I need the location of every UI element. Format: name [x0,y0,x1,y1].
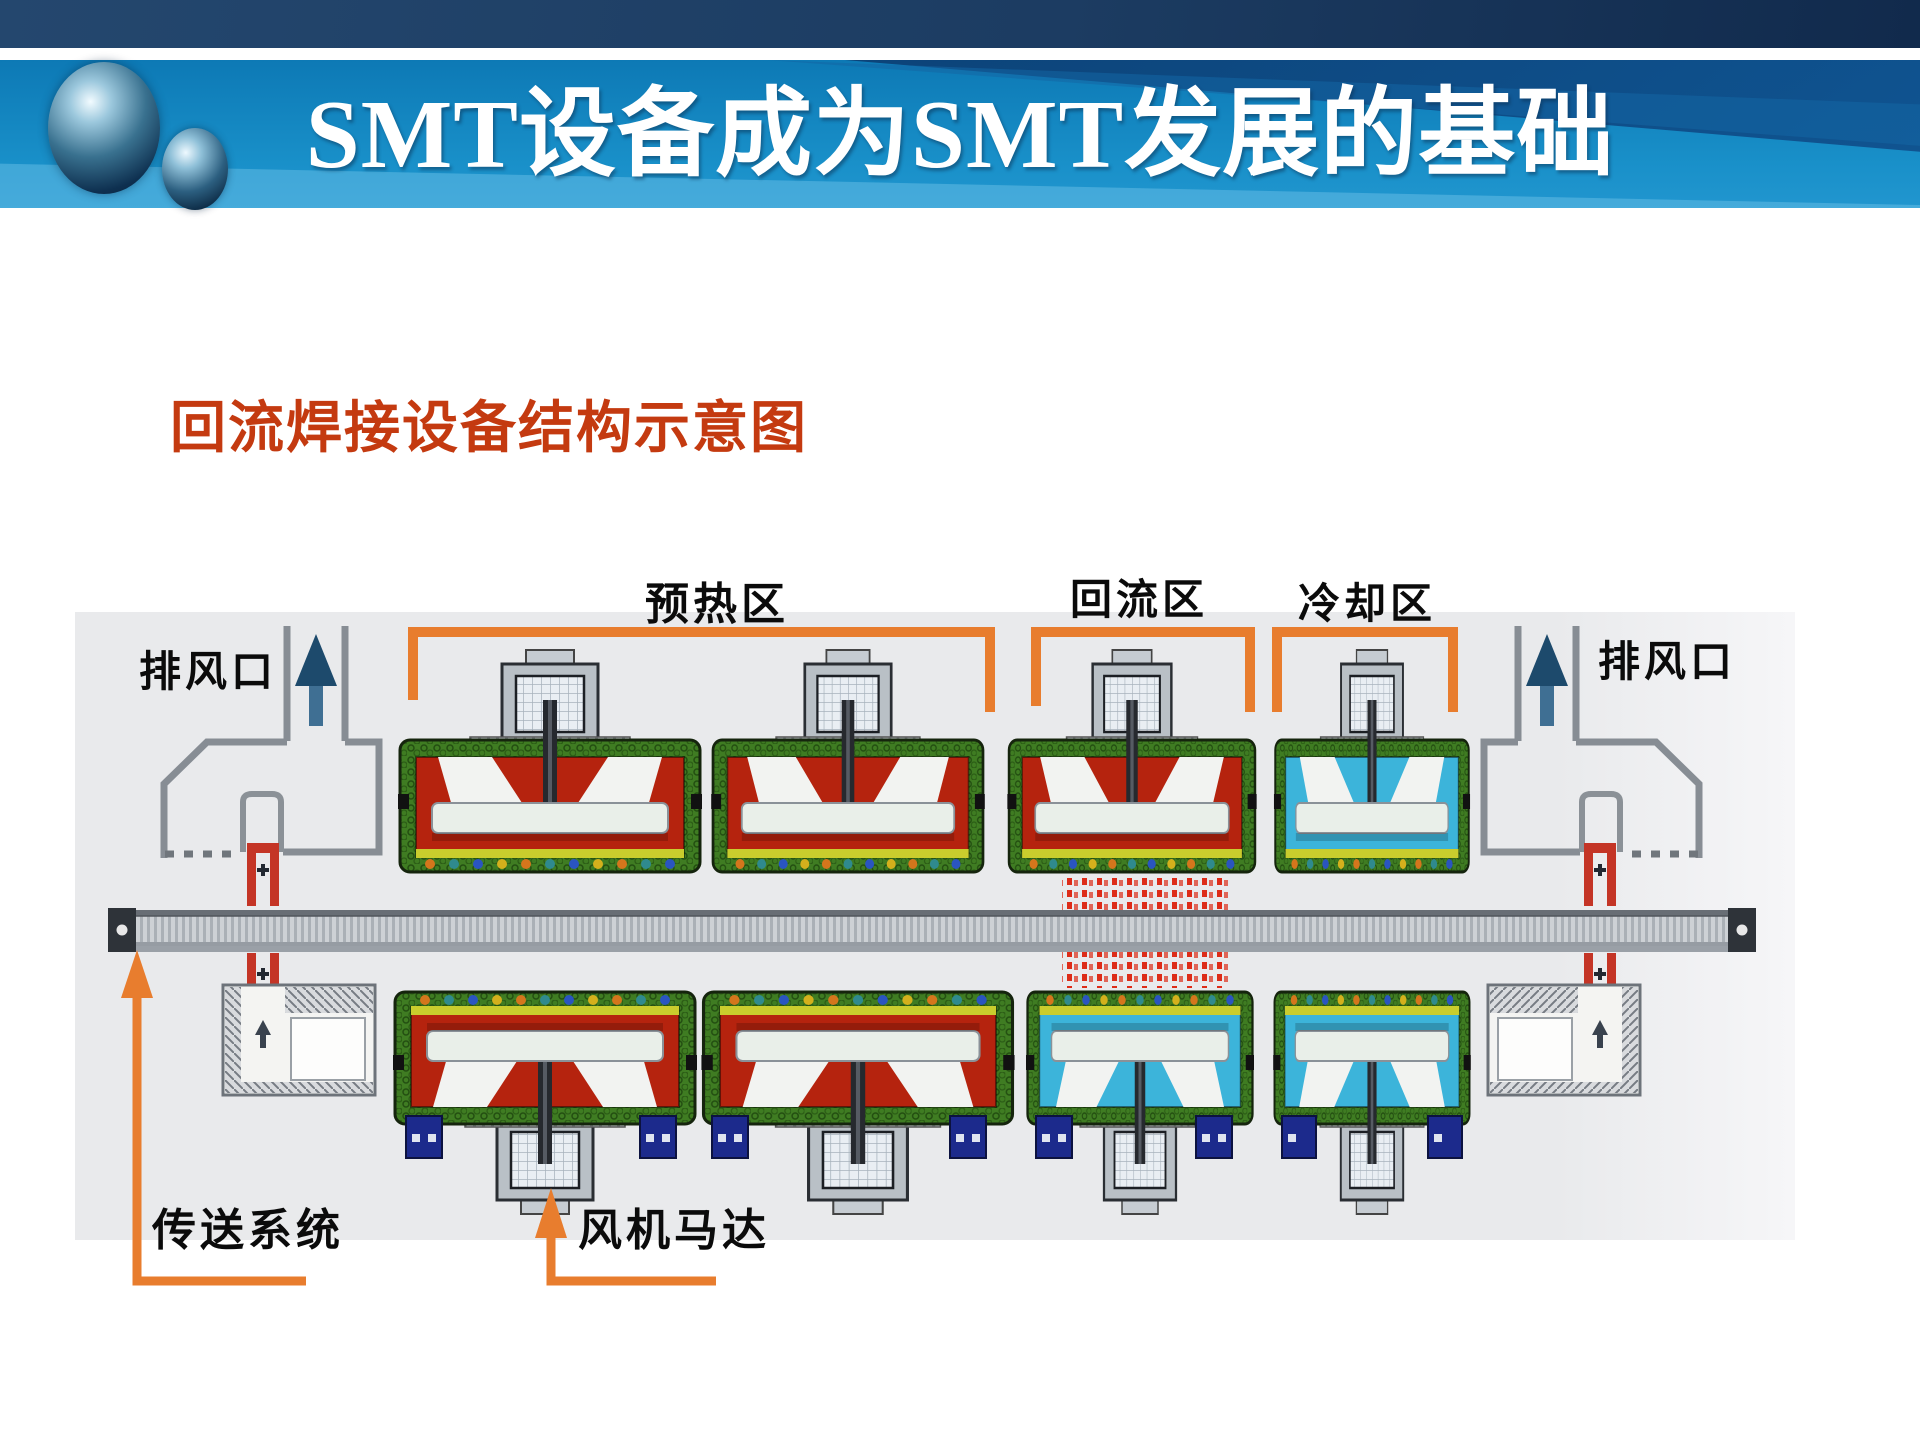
logo-sphere-large [48,62,160,194]
preheat-bracket [408,627,995,712]
header-top-bar [0,0,1920,48]
conveyor-leader-line [121,950,306,1286]
label-preheat-zone: 预热区 [645,580,789,629]
bottom-module-feet [405,1115,1463,1159]
reflow-bracket [1031,627,1255,712]
page-title: SMT设备成为SMT发展的基础 [305,81,1615,188]
cooling-bracket [1272,627,1458,712]
label-reflow-zone: 回流区 [1070,578,1209,624]
conveyor-belt [108,908,1756,952]
label-exhaust-left: 排风口 [139,650,278,696]
label-exhaust-right: 排风口 [1598,640,1737,686]
zone-brackets [408,627,1458,712]
label-fan-motor: 风机马达 [578,1206,770,1255]
fan-motor-leader-line [535,1188,716,1286]
header-band [0,60,1920,208]
label-conveyor: 传送系统 [152,1206,344,1255]
reflow-oven-diagram [75,612,1795,1286]
logo-sphere-small [162,128,228,210]
diagram-subtitle: 回流焊接设备结构示意图 [170,398,808,460]
label-cooling-zone: 冷却区 [1298,582,1437,628]
reflow-spray-dots [1062,874,1228,988]
